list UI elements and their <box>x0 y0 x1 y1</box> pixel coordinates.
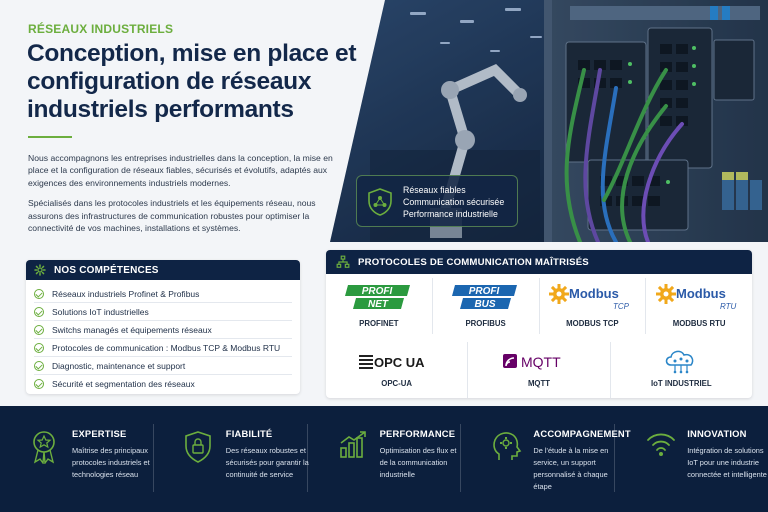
pillar-description: Maîtrise des principaux protocoles indus… <box>72 446 150 479</box>
list-item-label: Réseaux industriels Profinet & Profibus <box>52 288 200 299</box>
profinet-logo-top: PROFI <box>362 286 393 297</box>
pillar-expertise: EXPERTISE Maîtrise des principaux protoc… <box>0 424 154 492</box>
intro-paragraph-1: Nous accompagnons les entreprises indust… <box>28 153 333 188</box>
profibus-logo: PROFI BUS <box>433 282 539 312</box>
section-eyebrow: RÉSEAUX INDUSTRIELS <box>28 22 174 36</box>
profinet-logo: PROFI NET <box>326 282 432 312</box>
protocol-opc-ua: OPC UA OPC-UA <box>326 342 469 398</box>
feature-item: Performance industrielle <box>403 209 498 219</box>
medal-icon <box>33 431 55 464</box>
protocol-name: MODBUS TCP <box>566 319 619 328</box>
cloud-network-icon <box>666 350 694 374</box>
pillar-description: Intégration de solutions IoT pour une in… <box>687 446 767 479</box>
hero-section: RÉSEAUX INDUSTRIELS Conception, mise en … <box>0 0 768 250</box>
modbus-rtu-logo: Modbus RTU <box>646 282 752 312</box>
protocol-profibus: PROFI BUS PROFIBUS <box>433 278 540 334</box>
protocol-modbus-rtu: Modbus RTU MODBUS RTU <box>646 278 752 334</box>
pillar-title: EXPERTISE <box>72 428 127 439</box>
pillar-title: INNOVATION <box>687 428 747 439</box>
list-item: Protocoles de communication : Modbus TCP… <box>34 339 292 357</box>
modbus-tcp-logo: Modbus TCP <box>540 282 646 312</box>
modbus-tcp-logo-main: Modbus <box>569 286 619 301</box>
check-circle-icon <box>34 342 44 353</box>
mqtt-logo-text: MQTT <box>521 354 561 370</box>
protocol-name: OPC-UA <box>381 379 413 388</box>
list-item-label: Diagnostic, maintenance et support <box>52 360 186 371</box>
competences-header: NOS COMPÉTENCES <box>26 260 300 280</box>
check-circle-icon <box>34 288 44 299</box>
pillar-title: PERFORMANCE <box>379 428 456 439</box>
shield-network-icon <box>368 188 392 216</box>
protocol-name: MODBUS RTU <box>672 319 726 328</box>
intro-text: Nous accompagnons les entreprises indust… <box>28 152 333 234</box>
iot-logo <box>611 346 752 376</box>
protocol-name: IoT INDUSTRIEL <box>651 379 712 388</box>
protocols-title: PROTOCOLES DE COMMUNICATION MAÎTRISÉS <box>358 256 589 268</box>
protocol-iot: IoT INDUSTRIEL <box>611 342 752 398</box>
list-item-label: Switchs managés et équipements réseaux <box>52 324 212 335</box>
protocols-row-2: OPC UA OPC-UA MQTT MQTT <box>326 342 752 398</box>
profinet-logo-bottom: NET <box>368 299 389 310</box>
modbus-rtu-logo-sub: RTU <box>720 302 737 311</box>
list-item: Réseaux industriels Profinet & Profibus <box>34 285 292 303</box>
pillar-description: Des réseaux robustes et sécurisés pour g… <box>225 446 309 479</box>
accent-divider <box>28 136 72 138</box>
modbus-tcp-logo-sub: TCP <box>613 302 630 311</box>
pillar-description: Optimisation des flux et de la communica… <box>379 446 457 479</box>
list-item: Switchs managés et équipements réseaux <box>34 321 292 339</box>
protocol-name: PROFIBUS <box>465 319 506 328</box>
list-item-label: Sécurité et segmentation des réseaux <box>52 379 195 389</box>
list-item: Solutions IoT industrielles <box>34 303 292 321</box>
feature-item: Réseaux fiables <box>403 185 466 195</box>
protocol-profinet: PROFI NET PROFINET <box>326 278 433 334</box>
check-circle-icon <box>34 379 44 389</box>
check-circle-icon <box>34 324 44 335</box>
gear-head-icon <box>493 432 522 460</box>
pillar-performance: PERFORMANCE Optimisation des flux et de … <box>308 424 462 492</box>
profibus-logo-bottom: BUS <box>474 299 495 310</box>
opc-ua-logo: OPC UA <box>326 346 467 376</box>
protocols-header: PROTOCOLES DE COMMUNICATION MAÎTRISÉS <box>326 250 752 274</box>
pillar-description: De l'étude à la mise en service, un supp… <box>533 446 609 491</box>
network-icon <box>336 255 350 268</box>
wifi-icon <box>647 433 676 456</box>
protocols-row-1: PROFI NET PROFINET PROFI BUS PROFIBUS <box>326 278 752 334</box>
pillar-innovation: INNOVATION Intégration de solutions IoT … <box>615 424 768 492</box>
lock-icon <box>184 431 211 463</box>
page-title: Conception, mise en place et configurati… <box>27 40 357 123</box>
protocol-name: PROFINET <box>359 319 399 328</box>
values-band: EXPERTISE Maîtrise des principaux protoc… <box>0 406 768 512</box>
protocol-modbus-tcp: Modbus TCP MODBUS TCP <box>540 278 647 334</box>
competences-list: Réseaux industriels Profinet & Profibus … <box>26 280 300 393</box>
protocols-card: PROTOCOLES DE COMMUNICATION MAÎTRISÉS PR… <box>326 250 752 398</box>
profibus-logo-top: PROFI <box>468 286 499 297</box>
competences-card: NOS COMPÉTENCES Réseaux industriels Prof… <box>26 260 300 394</box>
gear-icon <box>34 264 46 276</box>
check-circle-icon <box>34 306 44 317</box>
opc-ua-logo-text: OPC UA <box>374 355 425 370</box>
modbus-rtu-logo-main: Modbus <box>676 286 726 301</box>
protocol-name: MQTT <box>527 379 551 388</box>
mqtt-logo: MQTT <box>468 346 609 376</box>
feature-item: Communication sécurisée <box>403 197 505 207</box>
pillar-accompagnement: ACCOMPAGNEMENT De l'étude à la mise en s… <box>461 424 631 492</box>
intro-paragraph-2: Spécialisés dans les protocoles industri… <box>28 198 316 234</box>
list-item-label: Protocoles de communication : Modbus TCP… <box>52 342 281 353</box>
check-circle-icon <box>34 360 44 371</box>
pillar-title: ACCOMPAGNEMENT <box>533 428 631 439</box>
competences-title: NOS COMPÉTENCES <box>54 264 159 276</box>
list-item-label: Solutions IoT industrielles <box>52 306 149 317</box>
pillar-fiabilite: FIABILITÉ Des réseaux robustes et sécuri… <box>154 424 309 492</box>
features-card: Réseaux fiables Communication sécurisée … <box>356 175 518 227</box>
list-item: Sécurité et segmentation des réseaux <box>34 375 292 393</box>
pillar-title: FIABILITÉ <box>225 428 273 439</box>
features-list: Réseaux fiables Communication sécurisée … <box>403 184 504 220</box>
list-item: Diagnostic, maintenance et support <box>34 357 292 375</box>
growth-chart-icon <box>339 431 366 458</box>
protocol-mqtt: MQTT MQTT <box>468 342 611 398</box>
